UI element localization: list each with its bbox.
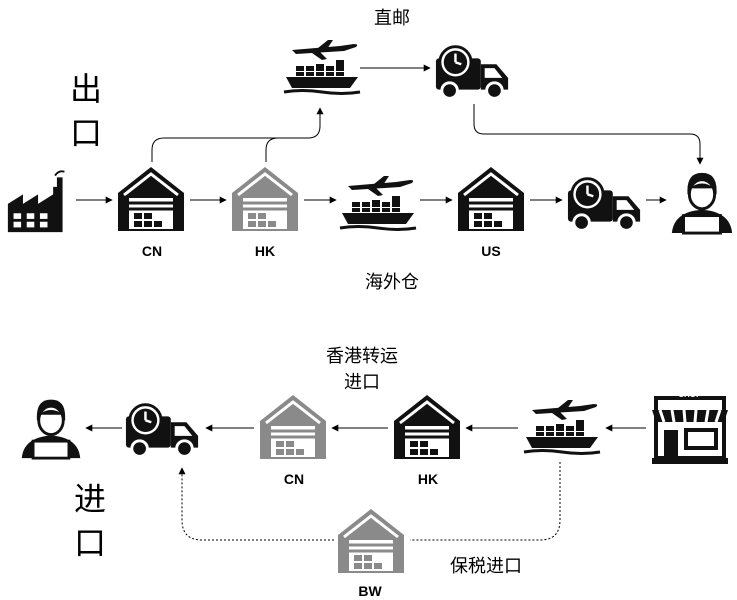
bonded-import-label: 保税进口 — [450, 556, 522, 577]
node-label-us: US — [481, 243, 500, 259]
delivery-truck-icon — [434, 45, 510, 100]
plane-ship-icon — [282, 40, 362, 95]
customer-icon — [20, 398, 82, 460]
shop-sign: SHOP — [679, 390, 702, 399]
delivery-truck-icon — [566, 177, 642, 232]
export-flow-arrows — [76, 64, 704, 204]
direct-mail-label: 直邮 — [374, 8, 410, 29]
import-node-label-bw: BW — [358, 583, 382, 599]
overseas-warehouse-label: 海外仓 — [365, 272, 419, 293]
delivery-truck-icon — [124, 403, 200, 458]
node-label-hk: HK — [255, 243, 275, 259]
import-node-label-cn: CN — [284, 471, 304, 487]
warehouse-icon — [336, 507, 406, 575]
import-title-char1: 进 — [74, 480, 106, 518]
warehouse-icon — [230, 165, 300, 233]
customer-icon — [670, 171, 734, 235]
warehouse-icon — [116, 165, 186, 233]
warehouse-icon — [456, 165, 526, 233]
hk-transit-label-line2: 进口 — [344, 372, 380, 393]
hk-branch-curve — [265, 137, 279, 151]
plane-ship-icon — [338, 176, 418, 231]
export-title-char2: 口 — [70, 114, 102, 152]
warehouse-icon — [258, 393, 328, 461]
export-title-char1: 出 — [70, 70, 102, 108]
import-title-char2: 口 — [74, 524, 106, 562]
plane-ship-icon — [522, 400, 602, 455]
node-label-cn: CN — [142, 243, 162, 259]
bonded-import-flow — [178, 462, 561, 541]
import-node-label-hk: HK — [418, 471, 438, 487]
hk-transit-label-line1: 香港转运 — [326, 346, 398, 367]
factory-icon — [6, 170, 66, 234]
shop-icon — [650, 396, 730, 466]
warehouse-icon — [392, 393, 462, 461]
